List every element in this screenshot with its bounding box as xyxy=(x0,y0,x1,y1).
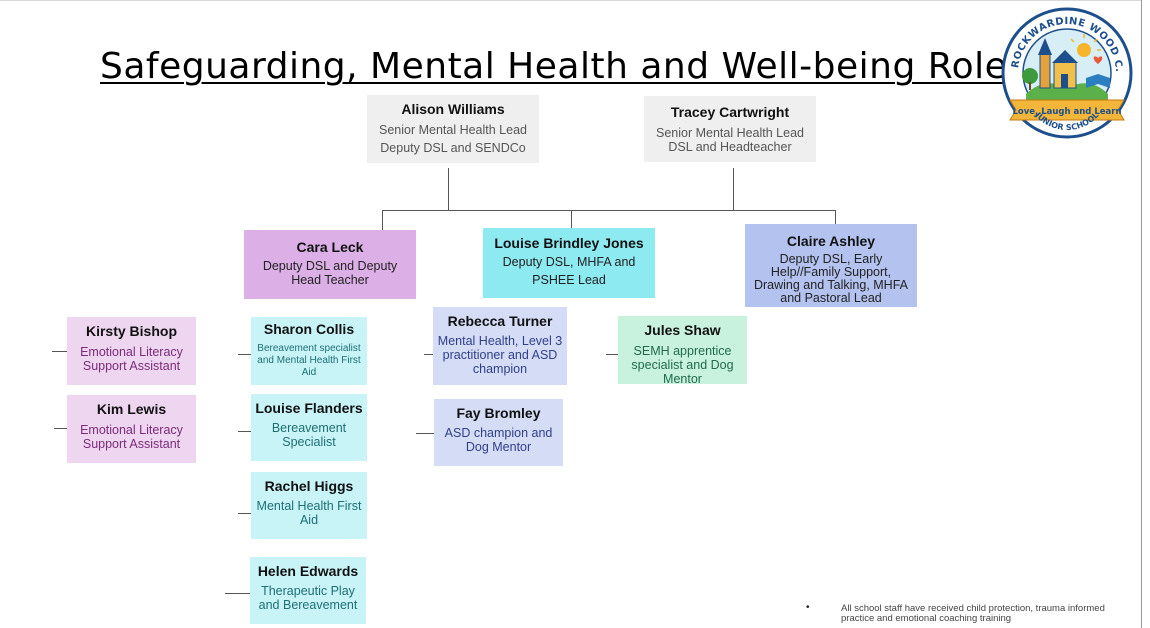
connector-line xyxy=(733,168,734,210)
person-role: SEMH apprentice specialist and Dog Mento… xyxy=(631,344,734,386)
person-role: DSL and Headteacher xyxy=(668,140,792,154)
connector-line xyxy=(835,210,836,225)
connector-line xyxy=(448,168,449,210)
org-box-rebecca-turner: Rebecca Turner Mental Health, Level 3 pr… xyxy=(433,307,567,385)
person-name: Jules Shaw xyxy=(644,322,721,338)
person-role: Deputy DSL, MHFA and PSHEE Lead xyxy=(502,255,636,287)
logo-motto: Love, Laugh and Learn xyxy=(1012,107,1121,117)
slide-top-border xyxy=(0,0,1142,1)
org-box-rachel-higgs: Rachel Higgs Mental Health First Aid xyxy=(251,472,367,539)
connector-stub xyxy=(416,433,434,434)
person-name: Cara Leck xyxy=(296,239,364,255)
connector-stub xyxy=(606,354,618,355)
person-role: Emotional Literacy Support Assistant xyxy=(80,345,183,373)
person-name: Louise Brindley Jones xyxy=(494,235,644,251)
connector-stub xyxy=(424,354,433,355)
person-role: Mental Health First Aid xyxy=(256,499,362,527)
person-name: Rachel Higgs xyxy=(264,478,354,494)
person-name: Sharon Collis xyxy=(263,321,355,337)
footnote: • All school staff have received child p… xyxy=(806,602,1106,624)
org-box-tracey-cartwright: Tracey Cartwright Senior Mental Health L… xyxy=(644,96,816,162)
page-title: Safeguarding, Mental Health and Well-bei… xyxy=(100,46,1027,87)
org-box-claire-ashley: Claire Ashley Deputy DSL, Early Help//Fa… xyxy=(745,224,917,307)
person-role: Therapeutic Play and Bereavement xyxy=(258,584,358,612)
person-role: Deputy DSL and SENDCo xyxy=(380,141,526,155)
person-name: Kim Lewis xyxy=(96,401,167,417)
person-role: Bereavement Specialist xyxy=(271,421,347,449)
school-logo: Love, Laugh and Learn WROCKWARDINE WOOD … xyxy=(1000,6,1133,139)
bullet-icon: • xyxy=(806,602,810,613)
connector-line xyxy=(382,210,835,211)
connector-stub xyxy=(238,513,251,514)
footnote-text: All school staff have received child pro… xyxy=(841,603,1105,624)
person-role: Senior Mental Health Lead xyxy=(655,126,804,140)
org-box-fay-bromley: Fay Bromley ASD champion and Dog Mentor xyxy=(434,399,563,466)
connector-line xyxy=(382,210,383,230)
org-box-helen-edwards: Helen Edwards Therapeutic Play and Berea… xyxy=(250,557,366,624)
org-box-kim-lewis: Kim Lewis Emotional Literacy Support Ass… xyxy=(67,395,196,463)
org-box-cara-leck: Cara Leck Deputy DSL and Deputy Head Tea… xyxy=(244,230,416,299)
person-name: Alison Williams xyxy=(401,101,505,117)
org-box-jules-shaw: Jules Shaw SEMH apprentice specialist an… xyxy=(618,316,747,386)
person-role: Senior Mental Health Lead xyxy=(378,123,527,137)
person-name: Fay Bromley xyxy=(456,405,541,421)
connector-stub xyxy=(52,351,67,352)
connector-stub xyxy=(238,354,251,355)
connector-stub xyxy=(225,593,250,594)
person-name: Claire Ashley xyxy=(786,233,876,249)
person-role: Emotional Literacy Support Assistant xyxy=(80,423,183,451)
person-name: Helen Edwards xyxy=(257,563,359,579)
org-box-louise-flanders: Louise Flanders Bereavement Specialist xyxy=(251,394,367,461)
person-role: Bereavement specialist and Mental Health… xyxy=(257,343,361,378)
connector-stub xyxy=(238,431,251,432)
org-box-sharon-collis: Sharon Collis Bereavement specialist and… xyxy=(251,317,367,385)
person-name: Tracey Cartwright xyxy=(670,104,790,120)
slide-right-border xyxy=(1141,0,1142,628)
org-box-alison-williams: Alison Williams Senior Mental Health Lea… xyxy=(367,95,539,163)
org-box-kirsty-bishop: Kirsty Bishop Emotional Literacy Support… xyxy=(67,317,196,385)
connector-stub xyxy=(54,428,67,429)
person-name: Rebecca Turner xyxy=(447,313,553,329)
person-name: Louise Flanders xyxy=(255,400,363,416)
person-name: Kirsty Bishop xyxy=(85,323,177,339)
person-role: ASD champion and Dog Mentor xyxy=(444,426,553,454)
person-role: Deputy DSL and Deputy Head Teacher xyxy=(262,259,398,287)
person-role: Deputy DSL, Early Help//Family Support, … xyxy=(753,252,908,305)
person-role: Mental Health, Level 3 practitioner and … xyxy=(437,334,563,376)
connector-line xyxy=(571,210,572,228)
org-box-louise-brindley-jones: Louise Brindley Jones Deputy DSL, MHFA a… xyxy=(483,228,655,298)
